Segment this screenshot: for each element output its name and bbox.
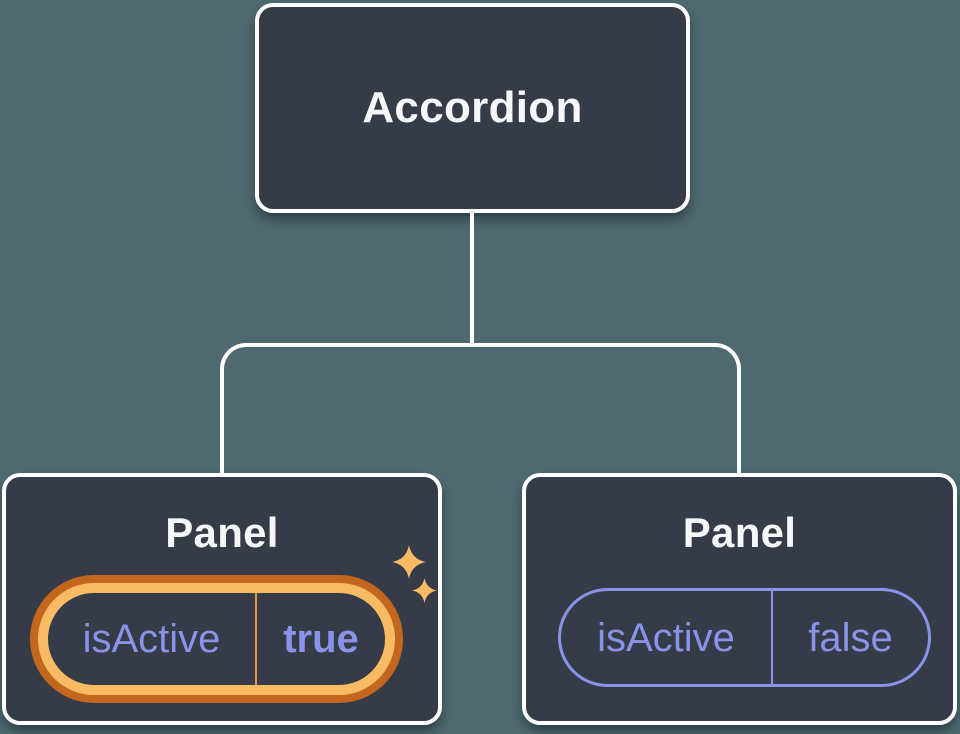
connector-stem xyxy=(470,211,474,347)
panel-node-inactive: Panel isActive false xyxy=(522,473,957,725)
panel-node-active: Panel isActive true xyxy=(2,473,442,725)
connector-bracket xyxy=(220,343,741,473)
prop-pill-active: isActive true xyxy=(38,583,395,695)
prop-pill-inactive: isActive false xyxy=(558,588,931,687)
accordion-node: Accordion xyxy=(255,3,690,213)
accordion-node-label: Accordion xyxy=(362,83,583,132)
sparkle-icon xyxy=(392,545,426,579)
panel-node-active-label: Panel xyxy=(165,509,279,556)
prop-name: isActive xyxy=(82,617,221,661)
sparkle-icon xyxy=(412,578,437,603)
prop-value: false xyxy=(771,591,928,684)
prop-name: isActive xyxy=(597,615,735,660)
prop-value: true xyxy=(255,593,385,685)
panel-node-inactive-label: Panel xyxy=(682,509,797,556)
